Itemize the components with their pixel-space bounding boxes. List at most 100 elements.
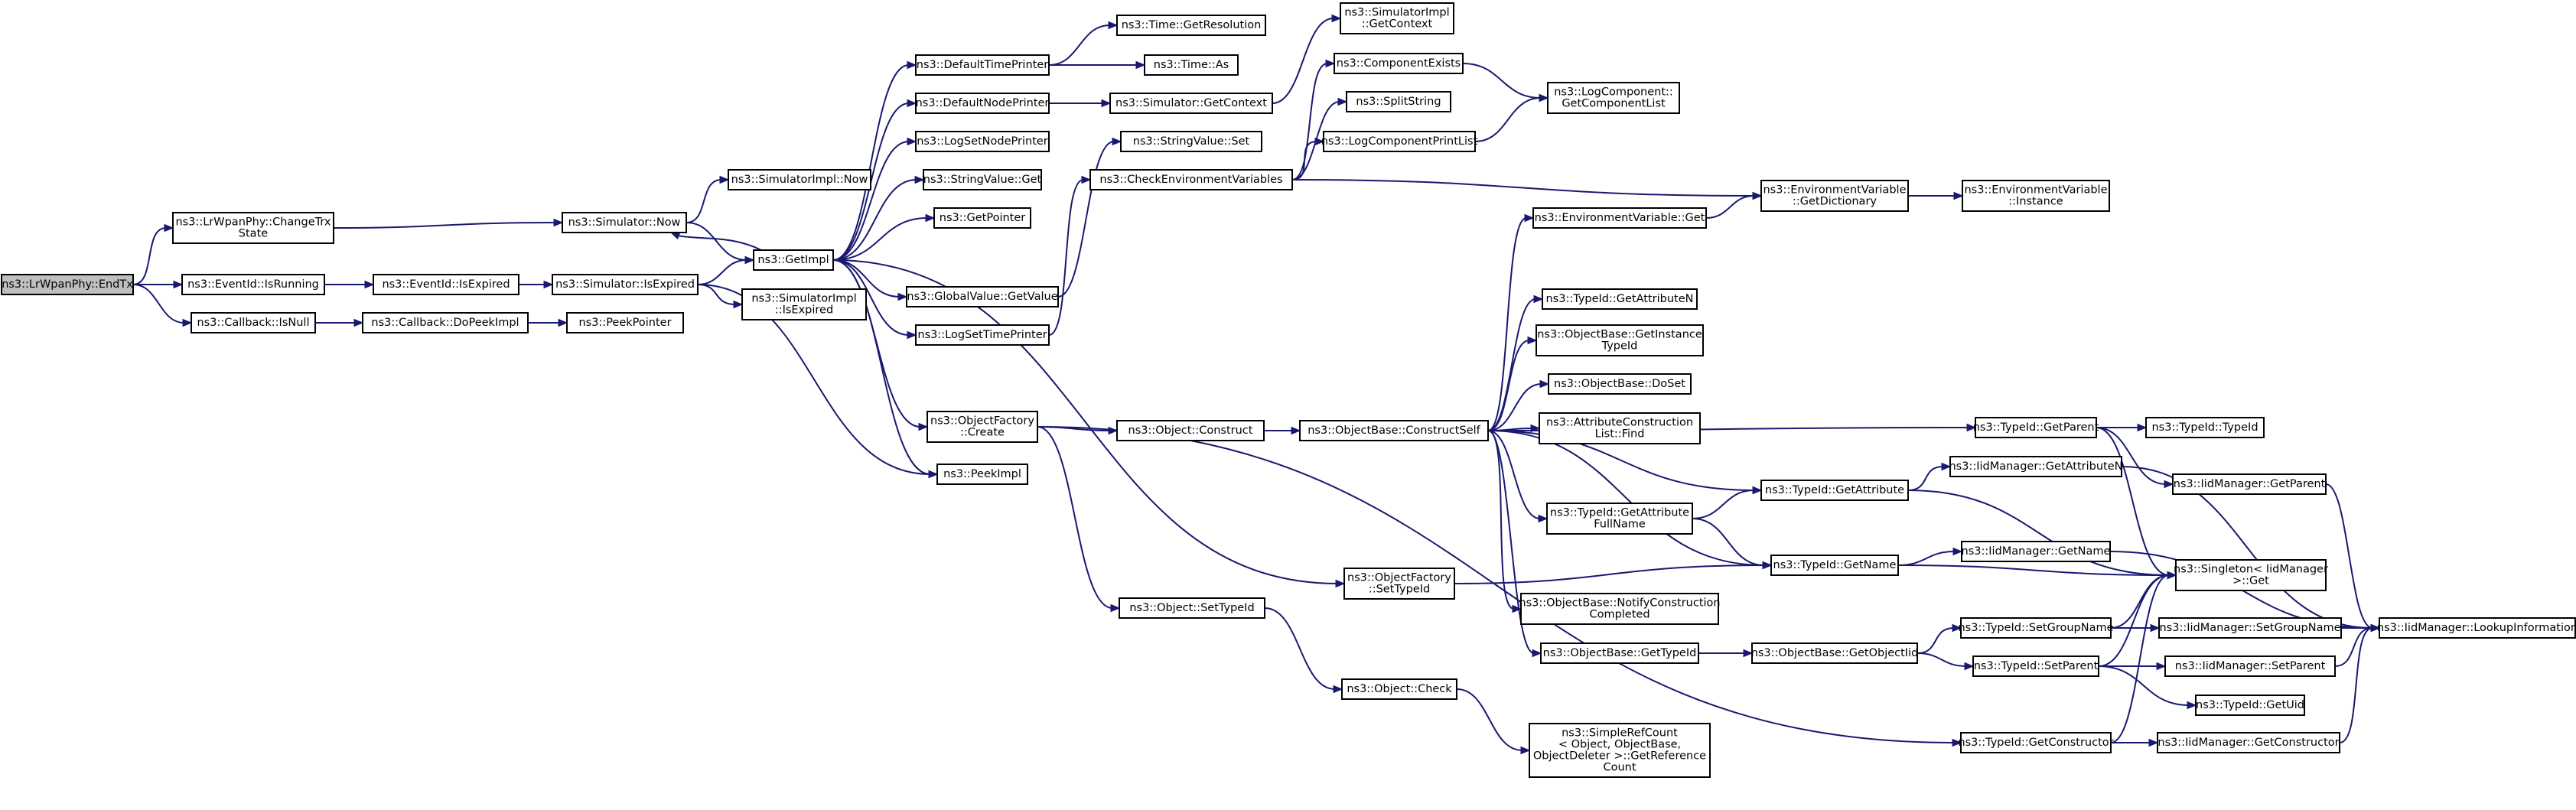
node-typeidgetconstructor[interactable]: ns3::TypeId::GetConstructor [1958, 732, 2114, 753]
node-box[interactable] [1962, 180, 2110, 212]
node-notifyconstructioncompleted[interactable]: ns3::ObjectBase::NotifyConstructionCompl… [1519, 593, 1721, 625]
node-timegetresolution[interactable]: ns3::Time::GetResolution [1116, 15, 1266, 36]
node-box[interactable] [1972, 655, 2099, 677]
node-typeidsetparent[interactable]: ns3::TypeId::SetParent [1972, 655, 2099, 677]
node-box[interactable] [172, 212, 334, 244]
node-box[interactable] [2145, 417, 2265, 438]
node-box[interactable] [1346, 91, 1451, 112]
node-box[interactable] [181, 274, 325, 295]
node-typeidgetname[interactable]: ns3::TypeId::GetName [1770, 555, 1899, 576]
node-box[interactable] [1546, 503, 1693, 535]
node-box[interactable] [1539, 412, 1701, 444]
node-box[interactable] [2158, 617, 2342, 639]
node-singletonget[interactable]: ns3::Singleton< IidManager>::Get [2174, 559, 2328, 591]
node-box[interactable] [936, 464, 1028, 485]
node-box[interactable] [1542, 288, 1698, 310]
node-simgetcontext[interactable]: ns3::Simulator::GetContext [1109, 93, 1273, 114]
node-dopeekimpl[interactable]: ns3::Callback::DoPeekImpl [362, 312, 529, 333]
node-objectconstruct[interactable]: ns3::Object::Construct [1116, 420, 1265, 441]
node-box[interactable] [1119, 597, 1265, 619]
node-simnow[interactable]: ns3::Simulator::Now [562, 212, 687, 233]
node-box[interactable] [741, 288, 867, 320]
node-box[interactable] [1960, 732, 2112, 753]
node-objectbasegettypeid[interactable]: ns3::ObjectBase::GetTypeId [1540, 642, 1699, 664]
node-box[interactable] [1343, 568, 1455, 600]
node-typeidgetattributen[interactable]: ns3::TypeId::GetAttributeN [1542, 288, 1698, 310]
node-box[interactable] [915, 324, 1050, 346]
node-box[interactable] [1089, 169, 1293, 190]
node-box[interactable] [1751, 642, 1918, 664]
node-box[interactable] [1760, 480, 1909, 501]
node-box[interactable] [1520, 593, 1719, 625]
node-logsetnodeprinter[interactable]: ns3::LogSetNodePrinter [915, 131, 1050, 152]
node-box[interactable] [1299, 420, 1489, 441]
node-box[interactable] [1341, 678, 1457, 700]
node-logcomponentprintlist[interactable]: ns3::LogComponentPrintList [1321, 131, 1478, 152]
node-simimplgetcontext[interactable]: ns3::SimulatorImpl::GetContext [1340, 2, 1454, 34]
node-simisexpired[interactable]: ns3::Simulator::IsExpired [552, 274, 699, 295]
node-peekpointer[interactable]: ns3::PeekPointer [566, 312, 684, 333]
node-box[interactable] [1760, 180, 1909, 212]
node-envvarget[interactable]: ns3::EnvironmentVariable::Get [1532, 207, 1707, 229]
node-box[interactable] [2164, 655, 2336, 677]
node-box[interactable] [1323, 131, 1476, 152]
node-box[interactable] [2157, 732, 2340, 753]
node-logcomponentgetlist[interactable]: ns3::LogComponent::GetComponentList [1547, 82, 1680, 114]
node-typeidsetgroupname[interactable]: ns3::TypeId::SetGroupName [1958, 617, 2114, 639]
node-iidmanagergetattributen[interactable]: ns3::IidManager::GetAttributeN [1949, 456, 2123, 477]
node-box[interactable] [552, 274, 699, 295]
node-box[interactable] [1536, 324, 1704, 356]
node-box[interactable] [1770, 555, 1899, 576]
node-defaultnodeprinter[interactable]: ns3::DefaultNodePrinter [915, 93, 1050, 114]
node-box[interactable] [2195, 695, 2305, 716]
node-envvarinstance[interactable]: ns3::EnvironmentVariable::Instance [1962, 180, 2110, 212]
node-peekimpl[interactable]: ns3::PeekImpl [936, 464, 1028, 485]
node-componentexists[interactable]: ns3::ComponentExists [1334, 53, 1464, 74]
node-logsettimeprinter[interactable]: ns3::LogSetTimePrinter [915, 324, 1050, 346]
node-iidmanagersetparent[interactable]: ns3::IidManager::SetParent [2164, 655, 2336, 677]
node-box[interactable] [1960, 617, 2112, 639]
node-getpointer[interactable]: ns3::GetPointer [933, 207, 1031, 229]
node-box[interactable] [191, 312, 316, 333]
node-iidmanagerlookupinformation[interactable]: ns3::IidManager::LookupInformation [2377, 617, 2576, 639]
node-box[interactable] [1340, 2, 1454, 34]
node-eventisexpired[interactable]: ns3::EventId::IsExpired [373, 274, 519, 295]
node-objectbasedoset[interactable]: ns3::ObjectBase::DoSet [1548, 373, 1692, 395]
node-box[interactable] [562, 212, 687, 233]
node-simimplisexpired[interactable]: ns3::SimulatorImpl::IsExpired [741, 288, 867, 320]
node-objectsettypeid[interactable]: ns3::Object::SetTypeId [1119, 597, 1265, 619]
node-typeidgetattribute[interactable]: ns3::TypeId::GetAttribute [1760, 480, 1909, 501]
node-box[interactable] [1116, 420, 1265, 441]
node-timeas[interactable]: ns3::Time::As [1144, 54, 1239, 76]
node-defaulttimeprinter[interactable]: ns3::DefaultTimePrinter [915, 54, 1050, 76]
node-box[interactable] [2172, 473, 2327, 495]
node-box[interactable] [923, 169, 1042, 190]
node-checkenvvars[interactable]: ns3::CheckEnvironmentVariables [1089, 169, 1293, 190]
node-box[interactable] [1961, 541, 2111, 562]
node-box[interactable] [915, 54, 1050, 76]
node-objectcheck[interactable]: ns3::Object::Check [1341, 678, 1457, 700]
node-box[interactable] [1547, 82, 1680, 114]
node-typeidtypeid[interactable]: ns3::TypeId::TypeId [2145, 417, 2265, 438]
node-box[interactable] [362, 312, 529, 333]
node-box[interactable] [2379, 617, 2576, 639]
node-envvargetdictionary[interactable]: ns3::EnvironmentVariable::GetDictionary [1760, 180, 1909, 212]
node-box[interactable] [1975, 417, 2097, 438]
node-box[interactable] [1, 274, 134, 295]
node-box[interactable] [1120, 131, 1262, 152]
node-box[interactable] [1116, 15, 1266, 36]
node-box[interactable] [933, 207, 1031, 229]
node-typeidgetparent[interactable]: ns3::TypeId::GetParent [1973, 417, 2099, 438]
node-box[interactable] [728, 169, 871, 190]
node-box[interactable] [1109, 93, 1273, 114]
node-box[interactable] [927, 411, 1038, 443]
node-box[interactable] [753, 249, 834, 271]
node-constructself[interactable]: ns3::ObjectBase::ConstructSelf [1299, 420, 1489, 441]
node-box[interactable] [906, 286, 1059, 307]
node-box[interactable] [2175, 559, 2327, 591]
node-objectfactorysettypeid[interactable]: ns3::ObjectFactory::SetTypeId [1343, 568, 1455, 600]
node-endtx[interactable]: ns3::LrWpanPhy::EndTx [1, 274, 134, 295]
